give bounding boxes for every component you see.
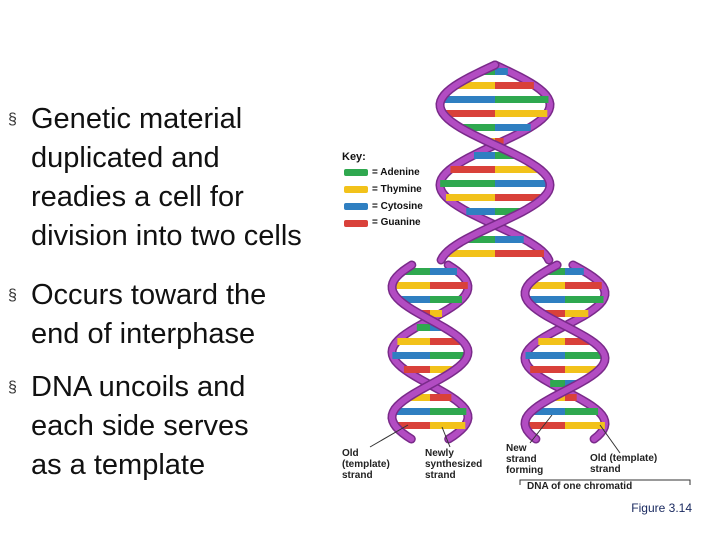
base-pair (531, 408, 565, 415)
dna-helix-illustration (344, 60, 691, 485)
base-pair (442, 110, 495, 117)
base-pair (495, 194, 545, 201)
base-pair (565, 352, 605, 359)
leader-line (369, 424, 409, 448)
figure-caption: Figure 3.14 (631, 501, 692, 515)
label-dna-of-one-chromatid: DNA of one chromatid (527, 481, 633, 492)
label-old-template-strand-right: Old (template) strand (590, 453, 658, 475)
base-pair (394, 422, 430, 429)
bullet-marker: § (8, 111, 17, 128)
base-pair (495, 110, 548, 117)
base-pair (430, 338, 463, 345)
key-swatch (344, 203, 368, 210)
base-pair (459, 124, 495, 131)
key-title: Key: (342, 151, 366, 163)
base-pair (528, 282, 565, 289)
base-pair (495, 138, 504, 145)
base-pair (565, 310, 589, 317)
base-pair (565, 394, 577, 401)
base-pair (393, 408, 430, 415)
base-pair (495, 236, 524, 243)
base-pair (565, 338, 592, 345)
base-pair (445, 194, 495, 201)
base-pair (565, 296, 604, 303)
base-pair (416, 324, 430, 331)
base-pair (541, 310, 565, 317)
leader-line (599, 424, 621, 454)
base-pair (392, 282, 430, 289)
base-pair (466, 208, 495, 215)
base-pair (430, 394, 452, 401)
key-thymine: = Thymine (372, 184, 422, 195)
base-pair (403, 366, 430, 373)
base-pair (565, 408, 599, 415)
key-adenine: = Adenine (372, 167, 420, 178)
base-pair (392, 352, 430, 359)
leader-line (529, 414, 553, 444)
base-pair (450, 166, 495, 173)
base-pair (445, 250, 495, 257)
base-pair (495, 180, 550, 187)
base-pair (530, 366, 565, 373)
base-pair (430, 268, 457, 275)
base-pair (565, 366, 600, 373)
daughter-right-strand-b (521, 262, 609, 442)
leader-line (441, 426, 451, 448)
label-old-template-strand-left: Old (template) strand (342, 448, 390, 481)
base-pair (430, 282, 468, 289)
base-pair (495, 208, 524, 215)
base-pair (466, 236, 495, 243)
base-pair (403, 268, 430, 275)
base-pair (565, 282, 602, 289)
base-pair (525, 422, 565, 429)
bullet-text: DNA uncoils and each side serves as a te… (31, 371, 249, 481)
base-pair (495, 166, 540, 173)
base-pair (526, 296, 565, 303)
base-pair (430, 310, 443, 317)
key-swatch (344, 186, 368, 193)
base-pair (495, 96, 549, 103)
key-cytosine: = Cytosine (372, 201, 423, 212)
label-new-strand-forming: New strand forming (506, 443, 544, 476)
base-pair (430, 408, 467, 415)
base-pair (397, 338, 430, 345)
base-pair (408, 394, 430, 401)
key-swatch (344, 169, 368, 176)
bullet-marker: § (8, 287, 17, 304)
base-pair (565, 422, 605, 429)
base-pair (525, 352, 565, 359)
base-pair (538, 338, 565, 345)
base-pair (546, 268, 565, 275)
base-pair (456, 82, 495, 89)
base-pair (430, 352, 468, 359)
base-pair (495, 124, 531, 131)
base-pair (398, 296, 430, 303)
base-pair (550, 380, 565, 387)
base-pair (495, 82, 534, 89)
chromatid-bracket (519, 479, 691, 485)
bullet-text: Genetic material duplicated and readies … (31, 103, 302, 252)
daughter-left-strand-b (388, 262, 472, 442)
base-pair (565, 268, 584, 275)
base-pair (473, 152, 495, 159)
bullet-marker: § (8, 379, 17, 396)
dna-replication-figure: Key: = Adenine = Thymine = Cytosine = Gu… (330, 55, 720, 495)
key-swatch (344, 220, 368, 227)
base-pair (441, 96, 495, 103)
bullet-text: Occurs toward the end of interphase (31, 279, 267, 350)
label-newly-synthesized-strand: Newly synthesized strand (425, 448, 483, 481)
base-pair (495, 152, 517, 159)
base-pair (495, 250, 545, 257)
key-guanine: = Guanine (372, 217, 421, 228)
base-pair (440, 180, 495, 187)
base-pair (495, 68, 508, 75)
base-pair (430, 422, 466, 429)
parent-strand-b (436, 62, 554, 263)
base-pair (430, 296, 462, 303)
base-pair (430, 366, 457, 373)
